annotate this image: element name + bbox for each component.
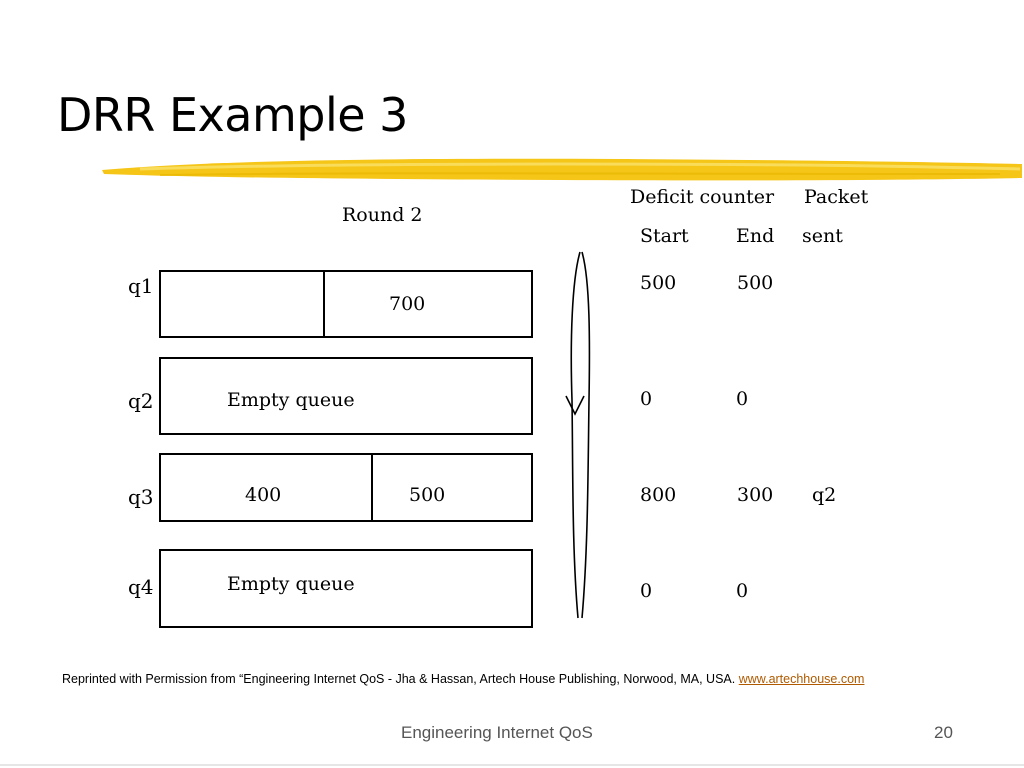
packet-header: Packet [804, 186, 869, 208]
deficit-start-value: 0 [640, 580, 653, 602]
packet-divider [371, 455, 373, 520]
credit-text: Reprinted with Permission from “Engineer… [62, 672, 739, 686]
packet-divider [323, 272, 325, 336]
sent-header: sent [802, 225, 843, 247]
packet-cell: 400 [245, 484, 282, 506]
round-label: Round 2 [342, 204, 423, 226]
packet-sent-value: q2 [812, 484, 837, 506]
deficit-start-value: 800 [640, 484, 677, 506]
artech-house-link[interactable]: www.artechhouse.com [738, 672, 865, 686]
deficit-end-value: 300 [737, 484, 774, 506]
queue-label: q2 [128, 389, 154, 413]
deficit-end-value: 0 [736, 580, 749, 602]
deficit-counter-header: Deficit counter [630, 186, 775, 208]
footer-rule [0, 764, 1024, 766]
packet-cell: 500 [409, 484, 446, 506]
empty-queue-text: Empty queue [227, 389, 355, 411]
round-robin-arrow-icon [565, 251, 591, 619]
packet-cell: 700 [389, 293, 426, 315]
deficit-end-value: 0 [736, 388, 749, 410]
deficit-start-value: 0 [640, 388, 653, 410]
queue-box-q2: Empty queue [159, 357, 533, 435]
deficit-start-value: 500 [640, 272, 677, 294]
queue-label: q1 [128, 274, 154, 298]
queue-box-q3: 400 500 [159, 453, 533, 522]
start-header: Start [640, 225, 689, 247]
empty-queue-text: Empty queue [227, 573, 355, 595]
end-header: End [736, 225, 775, 247]
queue-label: q3 [128, 485, 154, 509]
queue-label: q4 [128, 575, 154, 599]
queue-box-q4: Empty queue [159, 549, 533, 628]
footer-title: Engineering Internet QoS [401, 723, 593, 742]
slide-title: DRR Example 3 [57, 88, 408, 142]
queue-box-q1: 700 [159, 270, 533, 338]
page-number: 20 [934, 723, 953, 742]
deficit-end-value: 500 [737, 272, 774, 294]
highlighter-stroke [102, 158, 1022, 181]
permission-credit: Reprinted with Permission from “Engineer… [62, 672, 864, 686]
